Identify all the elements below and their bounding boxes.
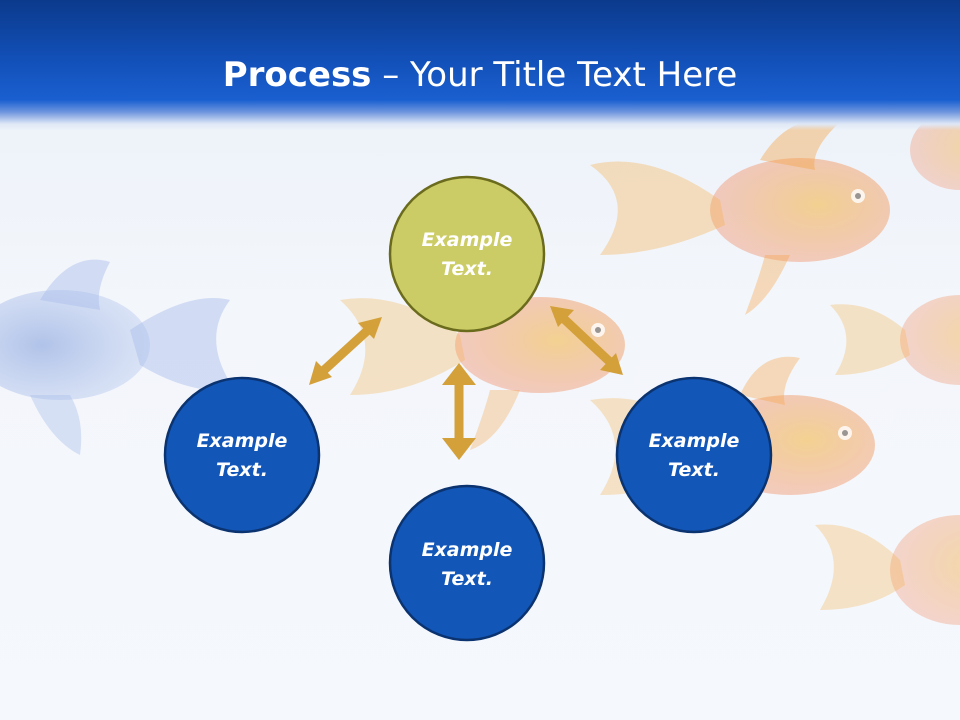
right-node[interactable]: Example Text. bbox=[615, 376, 773, 534]
title-bold-text: Process bbox=[222, 55, 372, 95]
bottom-node[interactable]: Example Text. bbox=[388, 484, 546, 642]
left-node-line2: Text. bbox=[216, 459, 268, 481]
right-node-line2: Text. bbox=[668, 459, 720, 481]
page-title: Process – Your Title Text Here bbox=[0, 52, 960, 98]
bottom-node-line2: Text. bbox=[441, 568, 493, 590]
title-regular-text: – Your Title Text Here bbox=[371, 55, 738, 95]
center-node[interactable]: Example Text. bbox=[388, 175, 546, 333]
goldfish-icon bbox=[590, 119, 890, 315]
left-node-line1: Example bbox=[197, 430, 288, 452]
center-node-line1: Example bbox=[422, 229, 513, 251]
center-node-line2: Text. bbox=[441, 258, 493, 280]
right-node-line1: Example bbox=[649, 430, 740, 452]
left-node[interactable]: Example Text. bbox=[163, 376, 321, 534]
arrow-center-right bbox=[550, 306, 623, 375]
goldfish-icon bbox=[815, 110, 960, 625]
bottom-node-line1: Example bbox=[422, 539, 513, 561]
title-bar bbox=[0, 0, 960, 130]
blue-fish-icon bbox=[0, 259, 235, 455]
arrow-center-bottom bbox=[442, 363, 476, 460]
arrow-center-left bbox=[309, 317, 382, 385]
